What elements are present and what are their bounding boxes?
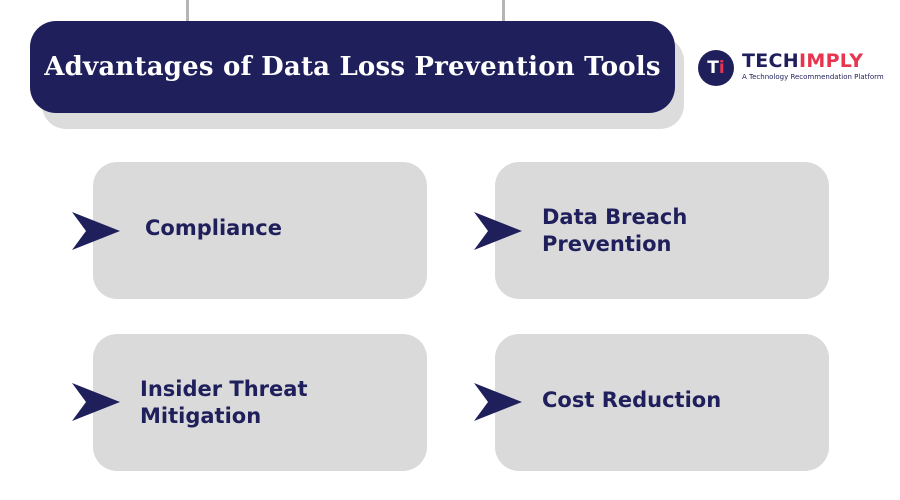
- card-label-compliance: Compliance: [145, 216, 282, 240]
- card-cost-reduction: [495, 334, 829, 471]
- arrow-icon: [72, 212, 120, 250]
- arrow-icon: [72, 383, 120, 421]
- hanger-line-left: [186, 0, 189, 40]
- arrow-icon: [474, 383, 522, 421]
- card-label-insider-threat-mitigation: Insider Threat Mitigation: [140, 377, 308, 428]
- card-label-data-breach-prevention: Data Breach Prevention: [542, 205, 688, 256]
- title-banner: Advantages of Data Loss Prevention Tools: [30, 21, 675, 113]
- logo-tagline: A Technology Recommendation Platform: [742, 73, 884, 81]
- arrow-icon: [474, 212, 522, 250]
- logo-badge-letter-t: T: [707, 58, 719, 78]
- logo-word-part2: IMPLY: [799, 50, 864, 72]
- card-label-cost-reduction: Cost Reduction: [542, 388, 722, 412]
- page-title: Advantages of Data Loss Prevention Tools: [44, 52, 661, 82]
- hanger-line-right: [502, 0, 505, 40]
- logo-badge-letter-i: i: [718, 58, 725, 78]
- card-data-breach-prevention: [495, 162, 829, 299]
- logo-word-part1: TECH: [742, 50, 799, 72]
- card-insider-threat-mitigation: [93, 334, 427, 471]
- logo-wordmark: TECHIMPLY: [742, 50, 863, 72]
- card-compliance: [93, 162, 427, 299]
